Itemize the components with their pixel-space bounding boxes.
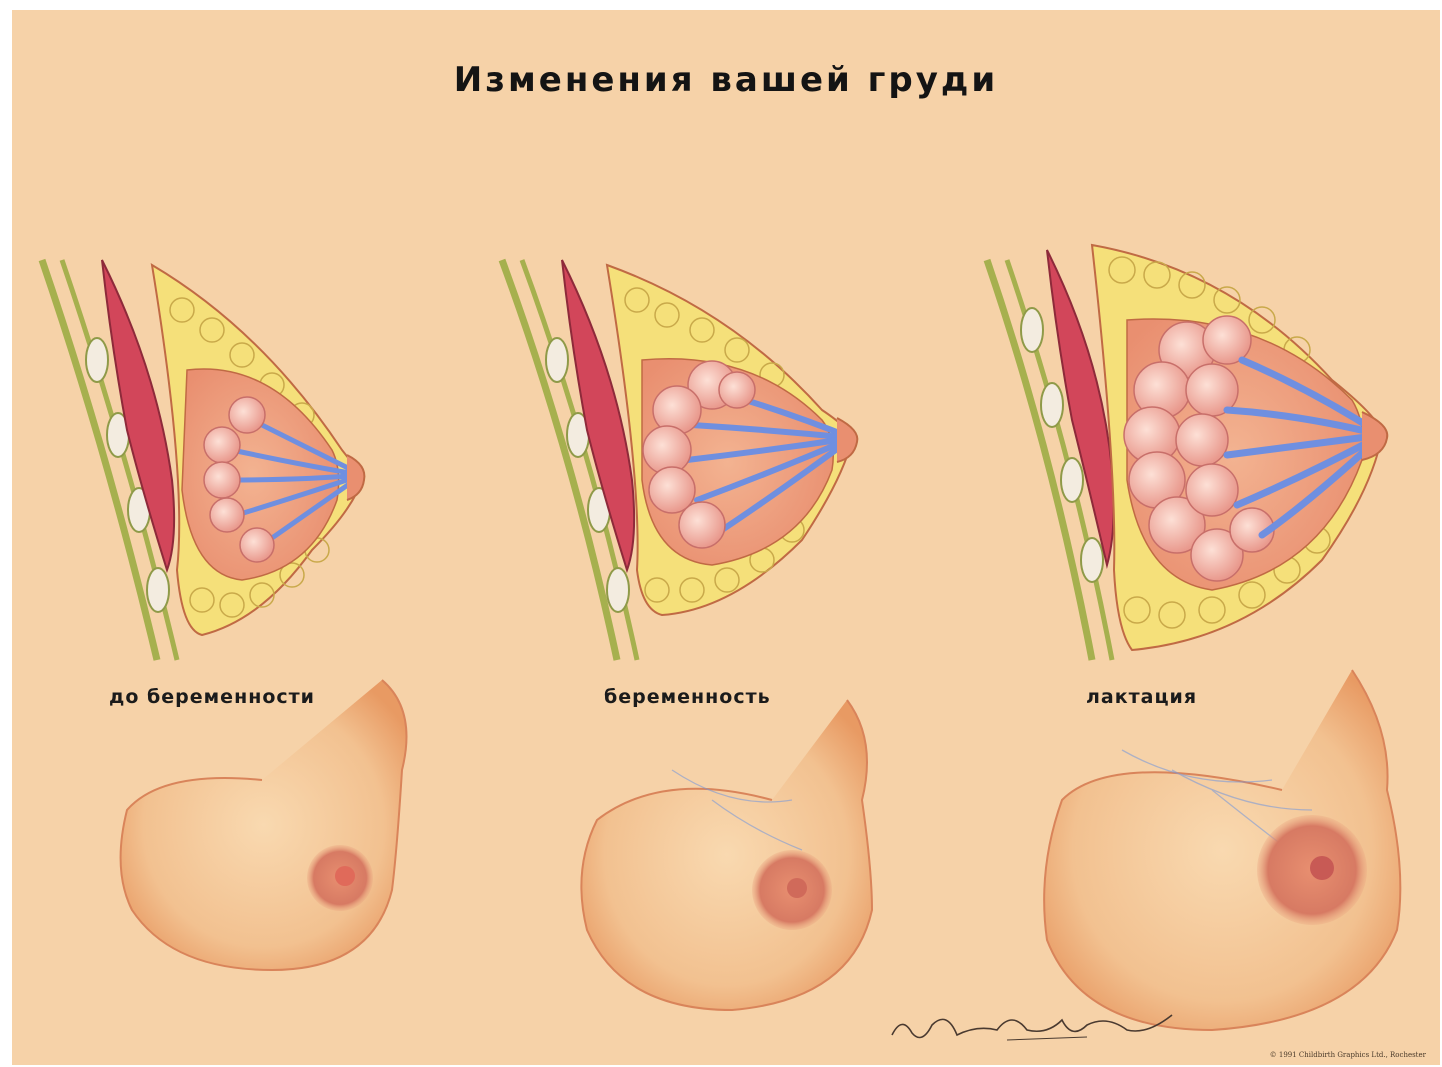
- stage-label-pregnancy: беременность: [604, 686, 771, 708]
- stage-label-before: до беременности: [109, 686, 315, 708]
- copyright-note: © 1991 Childbirth Graphics Ltd., Rochest…: [1270, 1051, 1426, 1059]
- breast-changes-illustration: [12, 10, 1440, 1065]
- cross-section-pregnancy: [502, 260, 857, 660]
- external-view-lactation: [1044, 670, 1400, 1030]
- external-view-before: [121, 680, 407, 970]
- cross-section-lactation: [987, 245, 1387, 660]
- cross-section-before: [42, 260, 364, 660]
- poster: Изменения вашей груди: [12, 10, 1440, 1065]
- stage-label-lactation: лактация: [1086, 686, 1197, 708]
- artist-signature: [887, 995, 1177, 1055]
- external-view-pregnancy: [581, 700, 872, 1010]
